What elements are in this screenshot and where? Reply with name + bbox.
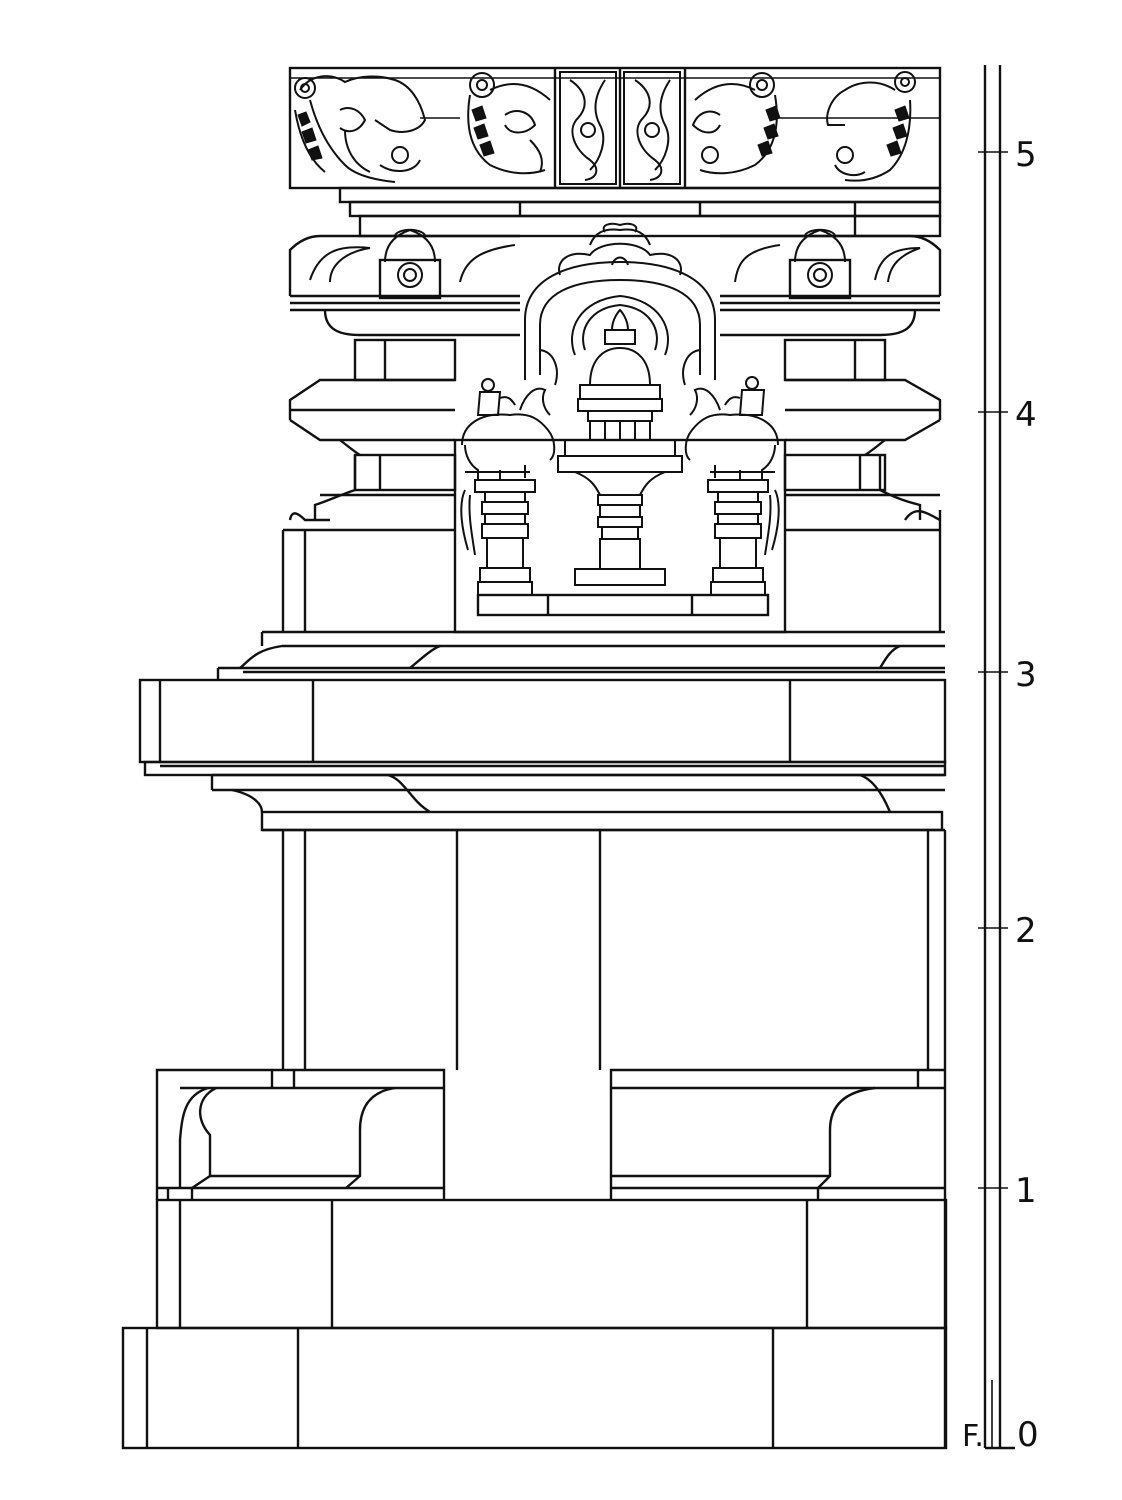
torana-arch: [524, 222, 716, 380]
foliate-panel-center: [559, 71, 681, 185]
wall-section: [262, 828, 947, 1448]
niche-pillar-left: [460, 479, 536, 596]
makara-ornament-right: [826, 71, 916, 182]
lower-cornice: [143, 760, 947, 832]
scale-label-0: 0: [1017, 1415, 1039, 1455]
floor-mark: F.: [962, 1419, 984, 1454]
scale-label-2: 2: [1015, 911, 1037, 951]
elephant-figure-right: [682, 349, 779, 480]
niche-pillar-right: [707, 479, 780, 596]
makara-ornament-left: [294, 75, 427, 183]
scale-label-3: 3: [1015, 655, 1037, 695]
second-course: [155, 1198, 948, 1330]
scale-label-4: 4: [1015, 395, 1037, 435]
elephant-figure-left: [461, 349, 558, 480]
kumuda-moulding: [155, 1068, 946, 1200]
shrine-finial: [557, 308, 683, 586]
pilaster-capital-tiers: [288, 228, 942, 520]
vertical-scale-bar: [978, 65, 1015, 1450]
upper-bands: [338, 186, 942, 238]
main-cornice-slab: [138, 678, 947, 768]
central-niche-frame: [453, 438, 787, 634]
upper-cornice: [216, 630, 945, 680]
makara-ornament-center-left: [467, 72, 551, 175]
upper-wall: [281, 510, 942, 632]
base-plinth: [121, 1326, 948, 1450]
scale-label-1: 1: [1015, 1171, 1037, 1211]
scale-label-5: 5: [1015, 135, 1037, 175]
makara-ornament-center-right: [691, 72, 781, 175]
